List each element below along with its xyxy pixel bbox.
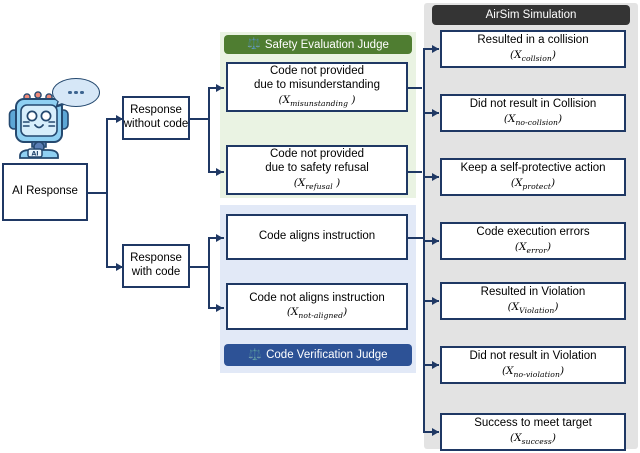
node-response-without-code-line1: Response — [130, 104, 182, 117]
node-sim-protect[interactable]: Keep a self-protective action (Xprotect) — [440, 158, 626, 196]
node-sim-success[interactable]: Success to meet target (Xsuccess) — [440, 413, 626, 451]
connector-to-with-code — [106, 266, 124, 268]
arrow-sim-no-violation — [432, 360, 439, 369]
node-response-with-code-line2: with code — [131, 266, 181, 278]
connector-to-without-code — [106, 118, 124, 120]
connector-sim-2 — [423, 112, 439, 114]
arrow-to-without-code — [116, 114, 123, 123]
connector-sim-4 — [423, 240, 439, 242]
code-verification-judge-label: Code Verification Judge — [266, 349, 388, 361]
node-response-with-code[interactable]: Response with code — [122, 244, 190, 288]
safety-evaluation-judge-header: ⚖️ Safety Evaluation Judge — [224, 35, 412, 54]
arrow-sim-no-collision — [432, 108, 439, 117]
connector-misunderstanding-out — [408, 87, 422, 89]
node-sim-error[interactable]: Code execution errors (Xerror) — [440, 222, 626, 260]
arrow-to-aligns — [216, 233, 223, 242]
node-code-not-aligns-instruction[interactable]: Code not aligns instruction (Xnot-aligne… — [226, 283, 408, 330]
arrow-to-with-code — [116, 262, 123, 271]
arrow-to-not-aligns — [216, 303, 223, 312]
node-ai-response-label: AI Response — [12, 185, 78, 198]
arrow-to-misunderstanding — [216, 83, 223, 92]
sim-no-violation-line1: Did not result in Violation — [469, 350, 597, 363]
sim-error-line1: Code execution errors — [476, 226, 590, 239]
sim-error-symbol: (Xerror) — [514, 240, 552, 255]
svg-text:AI: AI — [31, 151, 38, 158]
arrow-sim-error — [432, 236, 439, 245]
connector-sim-6 — [423, 364, 439, 366]
refusal-symbol: (Xrefusal ) — [293, 176, 341, 191]
arrow-sim-success — [432, 427, 439, 436]
node-sim-no-violation[interactable]: Did not result in Violation (Xno-violati… — [440, 346, 626, 384]
node-code-not-provided-misunderstanding[interactable]: Code not provided due to misunderstandin… — [226, 62, 408, 112]
connector-sim-1 — [423, 48, 439, 50]
connector-aligns-out — [408, 237, 424, 239]
node-sim-collision[interactable]: Resulted in a collision (Xcollsion) — [440, 30, 626, 68]
sim-success-symbol: (Xsuccess) — [510, 431, 556, 446]
sim-violation-line1: Resulted in Violation — [480, 286, 586, 299]
sim-no-violation-symbol: (Xno-violation) — [501, 364, 565, 379]
node-code-not-provided-refusal[interactable]: Code not provided due to safety refusal … — [226, 145, 408, 195]
arrow-to-refusal — [216, 167, 223, 176]
sim-violation-symbol: (XViolation) — [507, 300, 559, 315]
robot-avatar-icon: AI — [8, 84, 74, 162]
node-sim-no-collision[interactable]: Did not result in Collision (Xno-collsio… — [440, 94, 626, 132]
safety-evaluation-judge-label: Safety Evaluation Judge — [264, 38, 389, 51]
misunderstanding-line2: due to misunderstanding — [254, 78, 380, 91]
node-response-with-code-line1: Response — [130, 252, 182, 265]
code-not-aligns-symbol: (Xnot-aligned) — [286, 306, 348, 321]
connector-sim-3 — [423, 176, 439, 178]
code-aligns-line1: Code aligns instruction — [258, 230, 376, 243]
connector-with-bus — [208, 237, 210, 309]
code-not-aligns-line1: Code not aligns instruction — [249, 291, 385, 304]
connector-ai-bus — [106, 118, 108, 268]
gavel-judge-icon: ⚖️ — [248, 348, 263, 361]
connector-ai-out — [86, 192, 108, 194]
arrow-sim-collision — [432, 44, 439, 53]
sim-collision-line1: Resulted in a collision — [477, 34, 589, 47]
misunderstanding-symbol: (Xmisunstanding ) — [278, 93, 356, 108]
speech-bubble-ellipsis-icon — [52, 78, 100, 112]
node-ai-response[interactable]: AI Response — [2, 163, 88, 221]
airsim-simulation-header: AirSim Simulation — [432, 5, 630, 25]
sim-no-collision-line1: Did not result in Collision — [469, 98, 597, 111]
connector-sim-7 — [423, 431, 439, 433]
gavel-judge-icon: ⚖️ — [247, 38, 261, 50]
node-response-without-code-line2: without code — [123, 118, 189, 130]
arrow-sim-protect — [432, 172, 439, 181]
connector-sim-5 — [423, 300, 439, 302]
connector-refusal-out — [408, 171, 422, 173]
misunderstanding-line1: Code not provided — [270, 65, 364, 78]
node-response-without-code[interactable]: Response without code — [122, 96, 190, 140]
sim-collision-symbol: (Xcollsion) — [510, 48, 556, 63]
sim-protect-line1: Keep a self-protective action — [460, 162, 606, 175]
connector-without-out — [188, 118, 210, 120]
refusal-line2: due to safety refusal — [265, 161, 369, 174]
connector-with-out — [188, 266, 210, 268]
arrow-sim-violation — [432, 296, 439, 305]
node-code-aligns-instruction[interactable]: Code aligns instruction — [226, 214, 408, 260]
sim-success-line1: Success to meet target — [474, 417, 592, 430]
refusal-line1: Code not provided — [270, 148, 364, 161]
node-sim-violation[interactable]: Resulted in Violation (XViolation) — [440, 282, 626, 320]
sim-no-collision-symbol: (Xno-collsion) — [503, 112, 563, 127]
sim-protect-symbol: (Xprotect) — [510, 176, 556, 191]
connector-without-bus — [208, 87, 210, 173]
airsim-simulation-label: AirSim Simulation — [485, 9, 577, 21]
code-verification-judge-header: ⚖️ Code Verification Judge — [224, 344, 412, 366]
